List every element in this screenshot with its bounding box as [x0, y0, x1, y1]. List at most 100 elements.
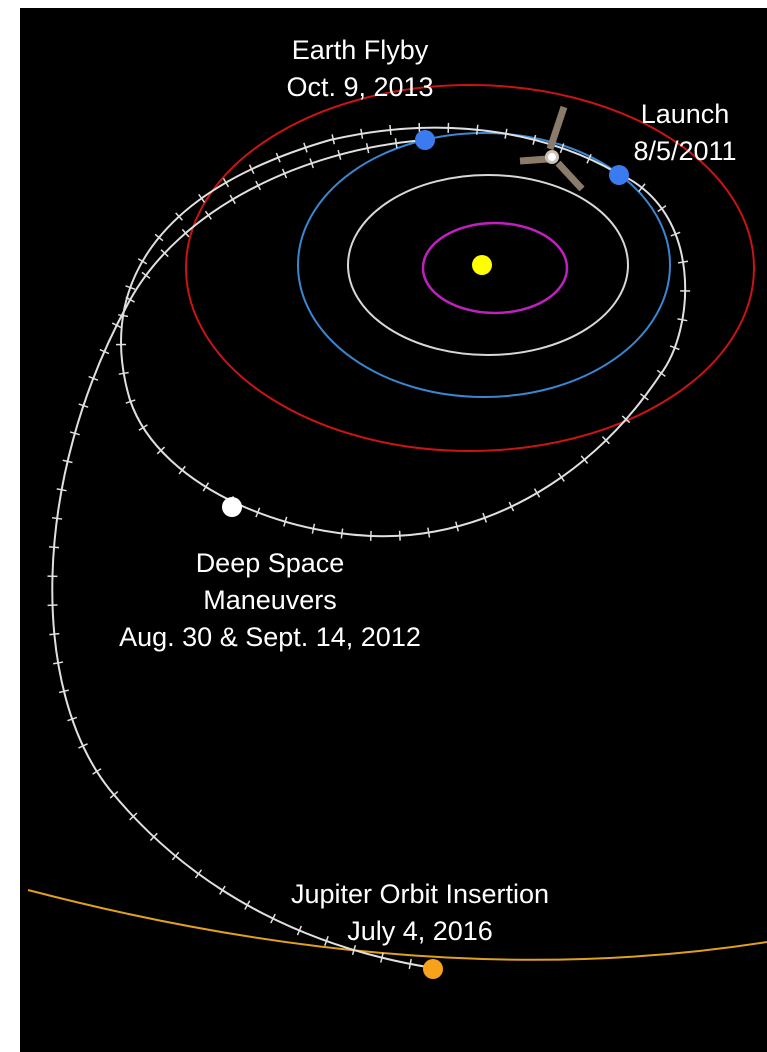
trajectory-tick: [125, 285, 136, 290]
trajectory-tick: [580, 455, 589, 464]
trajectory-tick: [88, 375, 99, 381]
trajectory-tick: [677, 260, 689, 264]
earth-flyby-label: Earth Flyby Oct. 9, 2013: [235, 32, 485, 106]
trajectory-tick: [311, 523, 316, 534]
trajectory-tick: [533, 488, 541, 498]
trajectory-tick: [621, 415, 631, 424]
trajectory-tick: [255, 180, 262, 191]
trajectory-tick: [160, 249, 169, 258]
launch-date: 8/5/2011: [633, 136, 737, 166]
trajectory-tick: [62, 459, 73, 464]
trajectory-tick: [586, 153, 592, 164]
trajectory-tick: [171, 851, 180, 861]
mercury-orbit: [421, 221, 569, 315]
launch-title: Launch: [640, 99, 730, 129]
trajectory-tick: [248, 164, 255, 175]
jupiter-orbit: [27, 889, 767, 961]
deep-space-subtitle: Maneuvers: [203, 585, 337, 615]
trajectory-tick: [141, 271, 151, 279]
launch-label: Launch 8/5/2011: [610, 96, 760, 170]
trajectory-tick: [118, 371, 129, 375]
trajectory-tick: [360, 128, 364, 139]
trajectory-tick: [99, 348, 110, 355]
juno-spacecraft-icon: [519, 105, 585, 192]
trajectory-tick-marks: [47, 122, 691, 970]
trajectory-tick: [508, 501, 515, 512]
trajectory-tick: [137, 258, 148, 265]
trajectory-tick: [337, 149, 342, 160]
trajectory-tick: [255, 507, 261, 518]
trajectory-tick: [178, 465, 186, 475]
deep-space-dates: Aug. 30 & Sept. 14, 2012: [119, 622, 421, 652]
trajectory-tick: [656, 369, 666, 377]
deep-space-maneuver-marker: [222, 497, 242, 517]
earth-orbit: [297, 132, 671, 398]
trajectory-tick: [670, 231, 681, 237]
trajectory-diagram: Earth Flyby Oct. 9, 2013 Launch 8/5/2011…: [20, 8, 767, 1052]
trajectory-tick: [53, 661, 64, 665]
trajectory-tick: [408, 958, 412, 970]
trajectory-tick: [204, 210, 212, 220]
trajectory-tick: [504, 128, 508, 139]
trajectory-tick: [154, 233, 164, 242]
trajectory-tick: [125, 296, 135, 303]
trajectory-tick: [118, 314, 129, 318]
trajectory-tick: [677, 318, 688, 322]
trajectory-tick: [56, 488, 67, 492]
trajectory-tick: [427, 527, 431, 538]
trajectory-tick: [109, 791, 119, 799]
trajectory-tick: [219, 885, 226, 895]
earth-flyby-marker: [415, 130, 435, 150]
sun-marker: [472, 255, 492, 275]
trajectory-tick: [394, 138, 398, 149]
trajectory-tick: [309, 158, 314, 169]
trajectory-tick: [657, 205, 667, 213]
jupiter-date: July 4, 2016: [347, 916, 493, 946]
trajectory-tick: [198, 193, 206, 203]
trajectory-tick: [669, 345, 680, 351]
trajectory-tick: [49, 632, 60, 636]
trajectory-tick: [194, 869, 203, 879]
trajectory-tick: [532, 134, 537, 145]
deep-space-maneuvers-label: Deep Space Maneuvers Aug. 30 & Sept. 14,…: [80, 545, 460, 656]
trajectory-tick: [283, 516, 288, 527]
trajectory-tick: [78, 403, 89, 408]
launch-marker: [609, 165, 629, 185]
venus-orbit: [347, 174, 629, 356]
trajectory-tick: [365, 143, 370, 154]
trajectory-first-loop: [120, 126, 687, 538]
trajectory-tick: [175, 212, 183, 221]
trajectory-tick: [476, 124, 479, 135]
trajectory-tick: [149, 832, 158, 842]
trajectory-tick: [398, 530, 401, 541]
trajectory-tick: [303, 142, 308, 153]
trajectory-tick: [639, 393, 649, 401]
trajectory-tick: [557, 472, 565, 482]
trajectory-tick: [229, 194, 236, 205]
trajectory-tick: [275, 152, 281, 163]
trajectory-tick: [281, 168, 288, 179]
earth-flyby-title: Earth Flyby: [291, 35, 429, 65]
trajectory-tick: [296, 925, 303, 936]
trajectory-tick: [58, 689, 69, 694]
trajectory-tick: [380, 952, 384, 963]
trajectory-tick: [48, 546, 60, 549]
trajectory-tick: [125, 399, 136, 404]
trajectory-tick: [138, 424, 148, 431]
trajectory-tick: [455, 521, 460, 532]
trajectory-tick: [324, 936, 329, 946]
trajectory-tick: [482, 512, 488, 523]
trajectory-tick: [638, 183, 646, 193]
jupiter-orbit-insertion-label: Jupiter Orbit Insertion July 4, 2016: [260, 876, 580, 950]
trajectory-tick: [92, 768, 102, 775]
trajectory-tick: [129, 812, 138, 821]
trajectory-tick: [389, 124, 392, 135]
trajectory-tick: [340, 528, 344, 539]
trajectory-tick: [222, 178, 230, 188]
trajectory-tick: [331, 134, 336, 145]
trajectory-tick: [156, 446, 166, 455]
trajectory-tick: [111, 322, 122, 329]
earth-flyby-date: Oct. 9, 2013: [286, 72, 434, 102]
trajectory-tick: [351, 945, 357, 956]
jupiter-title: Jupiter Orbit Insertion: [290, 879, 550, 909]
